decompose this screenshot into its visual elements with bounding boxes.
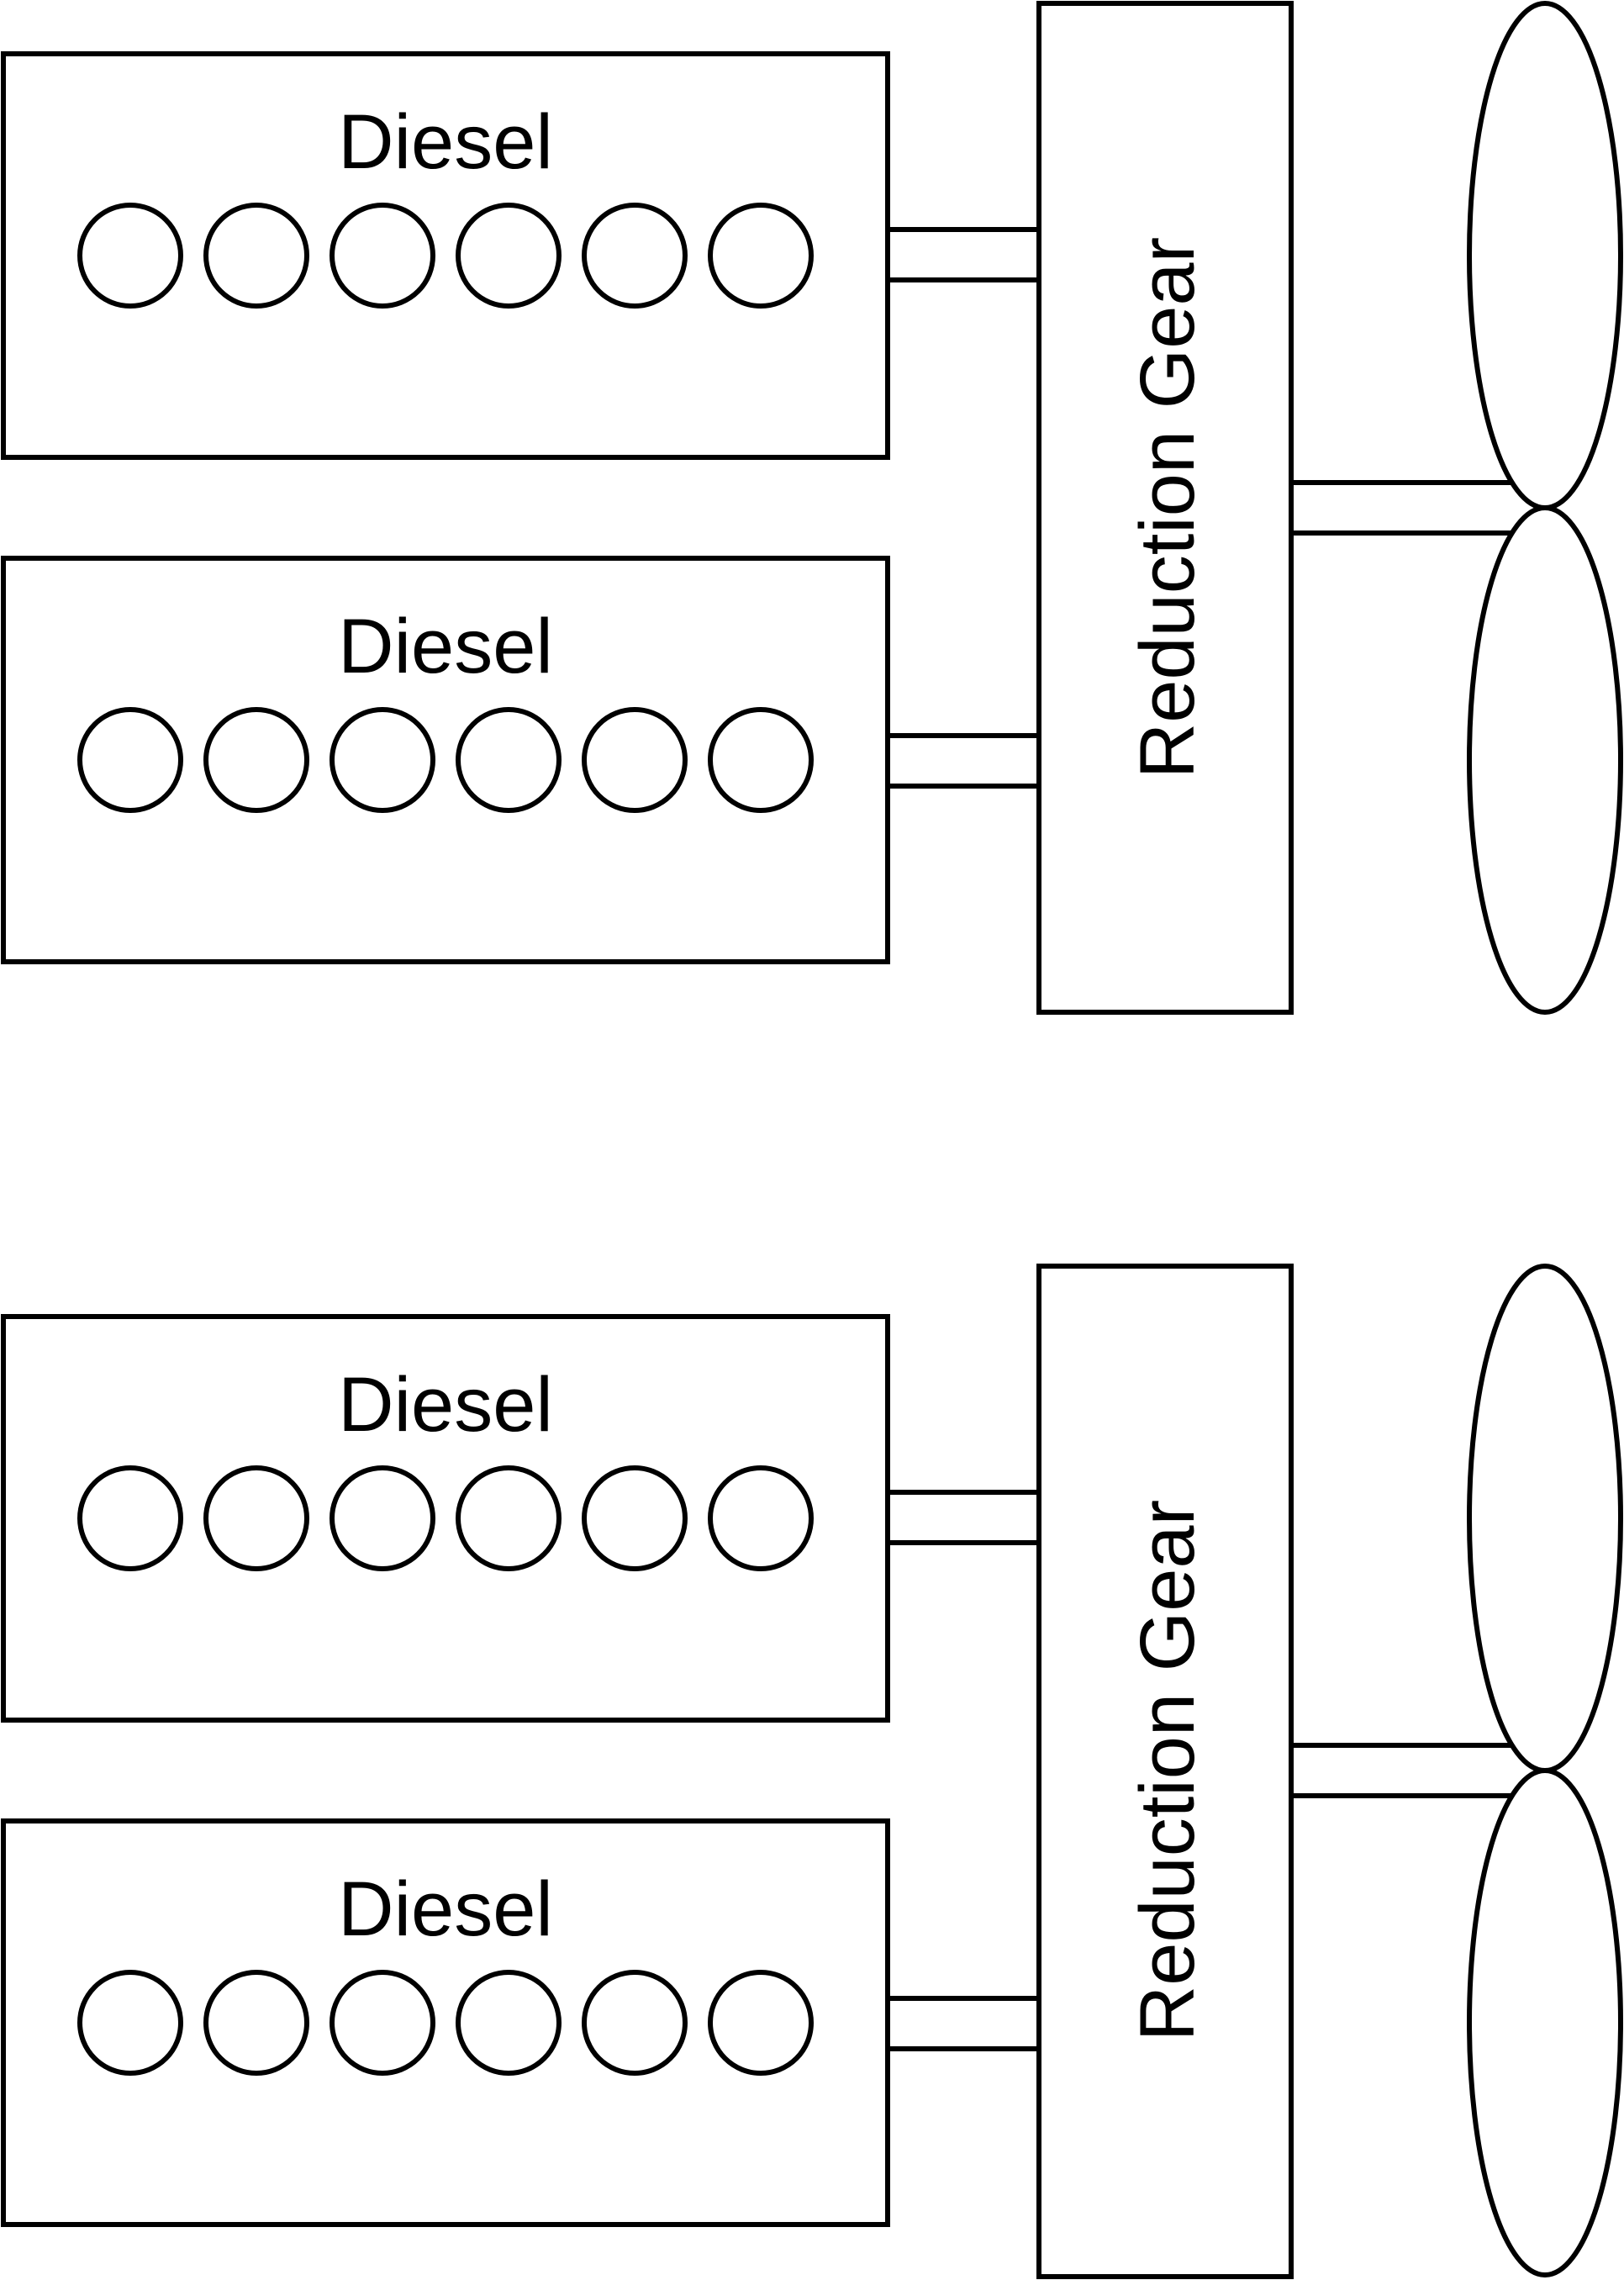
cylinder <box>456 1465 562 1571</box>
cylinder <box>708 707 814 813</box>
diesel-engine: Diesel <box>1 51 890 460</box>
engine-label: Diesel <box>338 604 553 689</box>
cylinder <box>708 1465 814 1571</box>
engine-label: Diesel <box>338 99 553 185</box>
cylinder-row <box>77 707 814 813</box>
cylinder <box>203 1970 309 2076</box>
cylinder <box>330 1970 435 2076</box>
engine-shaft <box>888 1996 1039 2051</box>
cylinder <box>330 1465 435 1571</box>
cylinder <box>582 707 688 813</box>
cylinder <box>203 707 309 813</box>
propeller-shaft <box>1291 1743 1513 1798</box>
propeller-blade <box>1467 505 1623 1015</box>
diesel-engine: Diesel <box>1 1314 890 1723</box>
cylinder <box>203 203 309 309</box>
cylinder <box>582 1970 688 2076</box>
engine-label: Diesel <box>338 1866 553 1952</box>
propeller <box>1467 1264 1623 2277</box>
cylinder <box>77 1465 183 1571</box>
engine-block <box>1 556 890 964</box>
propeller-blade <box>1467 1264 1623 1773</box>
engine-block <box>1 1314 890 1723</box>
gear-box <box>1036 1264 1294 2279</box>
cylinder <box>582 1465 688 1571</box>
propulsion-unit-1: Diesel Diesel <box>1 1 1623 1015</box>
engine-block <box>1 51 890 460</box>
cylinder <box>582 203 688 309</box>
cylinder <box>77 203 183 309</box>
gear-label: Reduction Gear <box>1125 1500 1210 2041</box>
engine-shaft <box>888 1490 1039 1545</box>
cylinder <box>77 707 183 813</box>
cylinder-row <box>77 1970 814 2076</box>
propeller-blade <box>1467 1 1623 510</box>
gear-box <box>1036 1 1294 1015</box>
cylinder-row <box>77 203 814 309</box>
cylinder <box>708 203 814 309</box>
cylinder-row <box>77 1465 814 1571</box>
propeller <box>1467 1 1623 1015</box>
cylinder <box>708 1970 814 2076</box>
propulsion-unit-2: Diesel Diesel <box>1 1264 1623 2279</box>
engine-label: Diesel <box>338 1362 553 1448</box>
diesel-engine: Diesel <box>1 1818 890 2227</box>
engine-block <box>1 1818 890 2227</box>
gear-label: Reduction Gear <box>1125 237 1210 778</box>
cylinder <box>77 1970 183 2076</box>
propeller-blade <box>1467 1768 1623 2277</box>
engine-shaft <box>888 733 1039 789</box>
reduction-gear: Reduction Gear <box>1036 1 1294 1015</box>
diesel-engine: Diesel <box>1 556 890 964</box>
cylinder <box>456 1970 562 2076</box>
cylinder <box>330 707 435 813</box>
propeller-shaft <box>1291 480 1513 536</box>
cylinder <box>203 1465 309 1571</box>
reduction-gear: Reduction Gear <box>1036 1264 1294 2279</box>
cylinder <box>456 203 562 309</box>
engine-shaft <box>888 227 1039 282</box>
cylinder <box>456 707 562 813</box>
cylinder <box>330 203 435 309</box>
